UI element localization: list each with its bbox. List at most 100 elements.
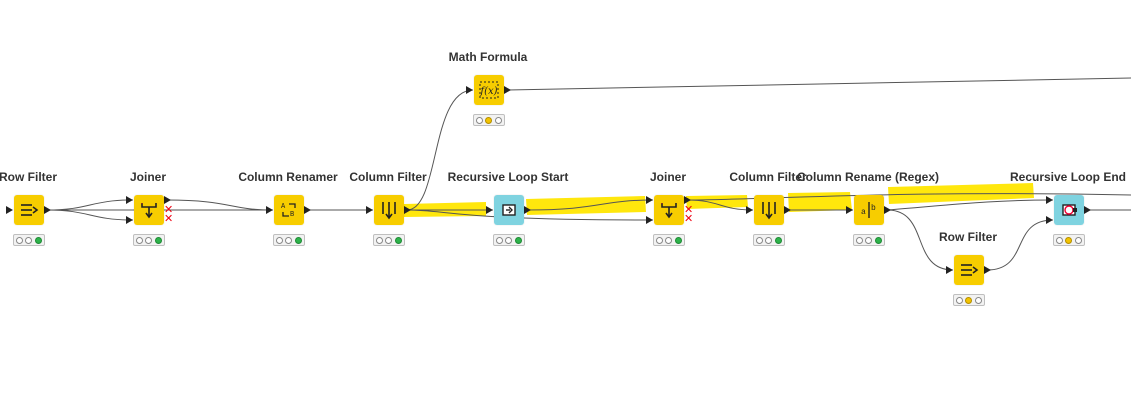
status-light [385,236,393,244]
node-status-indicator [653,234,685,246]
loop-end-icon [1058,199,1080,221]
input-port[interactable] [6,206,13,214]
connection [46,199,134,211]
status-light [665,236,673,244]
node-label: Recursive Loop End [1009,170,1127,184]
recursive-loop-start-node[interactable] [494,195,524,225]
status-light [756,236,764,244]
node-status-indicator [473,114,505,126]
svg-text:b: b [871,204,876,213]
input-port[interactable] [746,206,753,214]
status-light [856,236,864,244]
input-port[interactable] [266,206,273,214]
output-port[interactable] [524,206,531,214]
output-port[interactable] [1084,206,1091,214]
node-status-indicator [1053,234,1085,246]
svg-text:f(x): f(x) [479,86,497,97]
svg-text:-: - [661,201,663,207]
row-filter-1-node[interactable] [14,195,44,225]
math-formula-node[interactable]: f(x) [474,75,504,105]
status-light [376,236,384,244]
highlight-stroke [686,195,748,209]
input-port[interactable] [126,196,133,204]
input-port[interactable] [646,216,653,224]
status-light [16,236,24,244]
input-port[interactable] [486,206,493,214]
status-light [674,236,682,244]
node-label: Row Filter [0,170,57,184]
node-status-indicator [373,234,405,246]
connection [686,193,1131,201]
error-x-icon: ✕✕ [684,203,694,225]
status-light [394,236,402,244]
svg-text:-: - [141,201,143,207]
output-port[interactable] [784,206,791,214]
highlight-stroke [788,192,852,212]
status-light [865,236,873,244]
input-port[interactable] [846,206,853,214]
output-port[interactable] [304,206,311,214]
column-filter-1-node[interactable] [374,195,404,225]
input-port[interactable] [646,196,653,204]
status-light [874,236,882,244]
node-status-indicator [493,234,525,246]
joiner-1-node[interactable]: - [134,195,164,225]
status-light [494,116,502,124]
connection [526,199,654,211]
status-light [974,296,982,304]
status-light [154,236,162,244]
column-filter-2-node[interactable] [754,195,784,225]
status-light [496,236,504,244]
joiner-icon: - [658,199,680,221]
output-port[interactable] [404,206,411,214]
connection [46,209,134,221]
node-status-indicator [133,234,165,246]
output-port[interactable] [504,86,511,94]
input-port[interactable] [126,216,133,224]
status-light [1056,236,1064,244]
input-port[interactable] [1046,216,1053,224]
output-port[interactable] [164,196,171,204]
status-light [476,116,484,124]
input-port[interactable] [366,206,373,214]
node-label: Joiner [129,170,166,184]
node-status-indicator [753,234,785,246]
joiner-icon: - [138,199,160,221]
math-formula-icon: f(x) [478,79,500,101]
node-status-indicator [953,294,985,306]
loop-start-icon [498,199,520,221]
output-port[interactable] [684,196,691,204]
ports [6,86,1091,274]
node-label: Column Rename (Regex) [796,170,940,184]
recursive-loop-end-node[interactable] [1054,195,1084,225]
input-port[interactable] [946,266,953,274]
row-filter-icon [958,259,980,281]
highlight-stroke [526,196,646,215]
status-light [514,236,522,244]
input-port[interactable] [1046,196,1053,204]
svg-text:B: B [290,211,294,219]
status-light [765,236,773,244]
row-filter-icon [18,199,40,221]
output-port[interactable] [884,206,891,214]
connections [46,77,1131,271]
output-port[interactable] [44,206,51,214]
node-label: Math Formula [448,50,528,64]
status-light [1065,236,1073,244]
status-light [656,236,664,244]
node-label: Joiner [649,170,686,184]
joiner-2-node[interactable]: - [654,195,684,225]
row-filter-2-node[interactable] [954,255,984,285]
input-port[interactable] [466,86,473,94]
connection [986,219,1054,271]
status-light [965,296,973,304]
output-port[interactable] [984,266,991,274]
column-filter-icon [378,199,400,221]
node-label: Recursive Loop Start [447,170,569,184]
status-light [774,236,782,244]
status-light [505,236,513,244]
